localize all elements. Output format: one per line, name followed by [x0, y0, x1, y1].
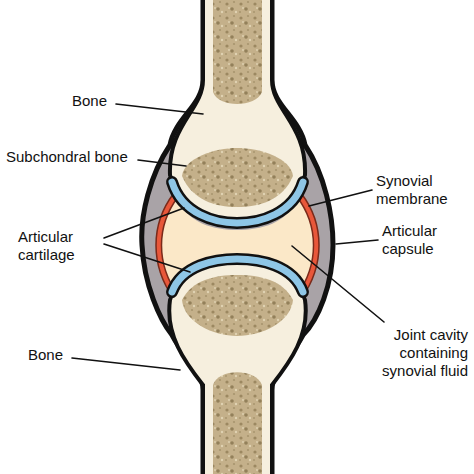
articular-cartilage: [172, 182, 303, 223]
part-label: Joint cavity containing synovial fluid: [352, 326, 468, 380]
leader-line: [309, 190, 372, 206]
leader-line: [116, 104, 203, 114]
leader-line: [104, 208, 184, 238]
leader-line: [72, 358, 180, 370]
articular-capsule: [142, 0, 333, 474]
part-label: Synovial membrane: [376, 172, 470, 208]
leader-line: [104, 244, 190, 272]
part-label: Bone: [72, 92, 132, 110]
leader-line: [138, 160, 186, 166]
subchondral-bone: [182, 275, 293, 336]
lower-bone: [169, 262, 306, 474]
articular-cartilage: [172, 259, 303, 292]
subchondral-bone: [182, 148, 293, 207]
upper-bone: [170, 0, 305, 220]
articular-cartilage: [172, 182, 303, 223]
marrow: [213, 372, 262, 474]
leader-line: [336, 240, 378, 244]
part-label: Subchondral bone: [6, 148, 156, 166]
marrow: [213, 0, 262, 104]
part-label: Articular cartilage: [18, 228, 102, 264]
leader-line: [292, 246, 384, 322]
part-label: Bone: [28, 346, 88, 364]
articular-cartilage: [172, 259, 303, 292]
part-label: Articular capsule: [382, 222, 470, 258]
